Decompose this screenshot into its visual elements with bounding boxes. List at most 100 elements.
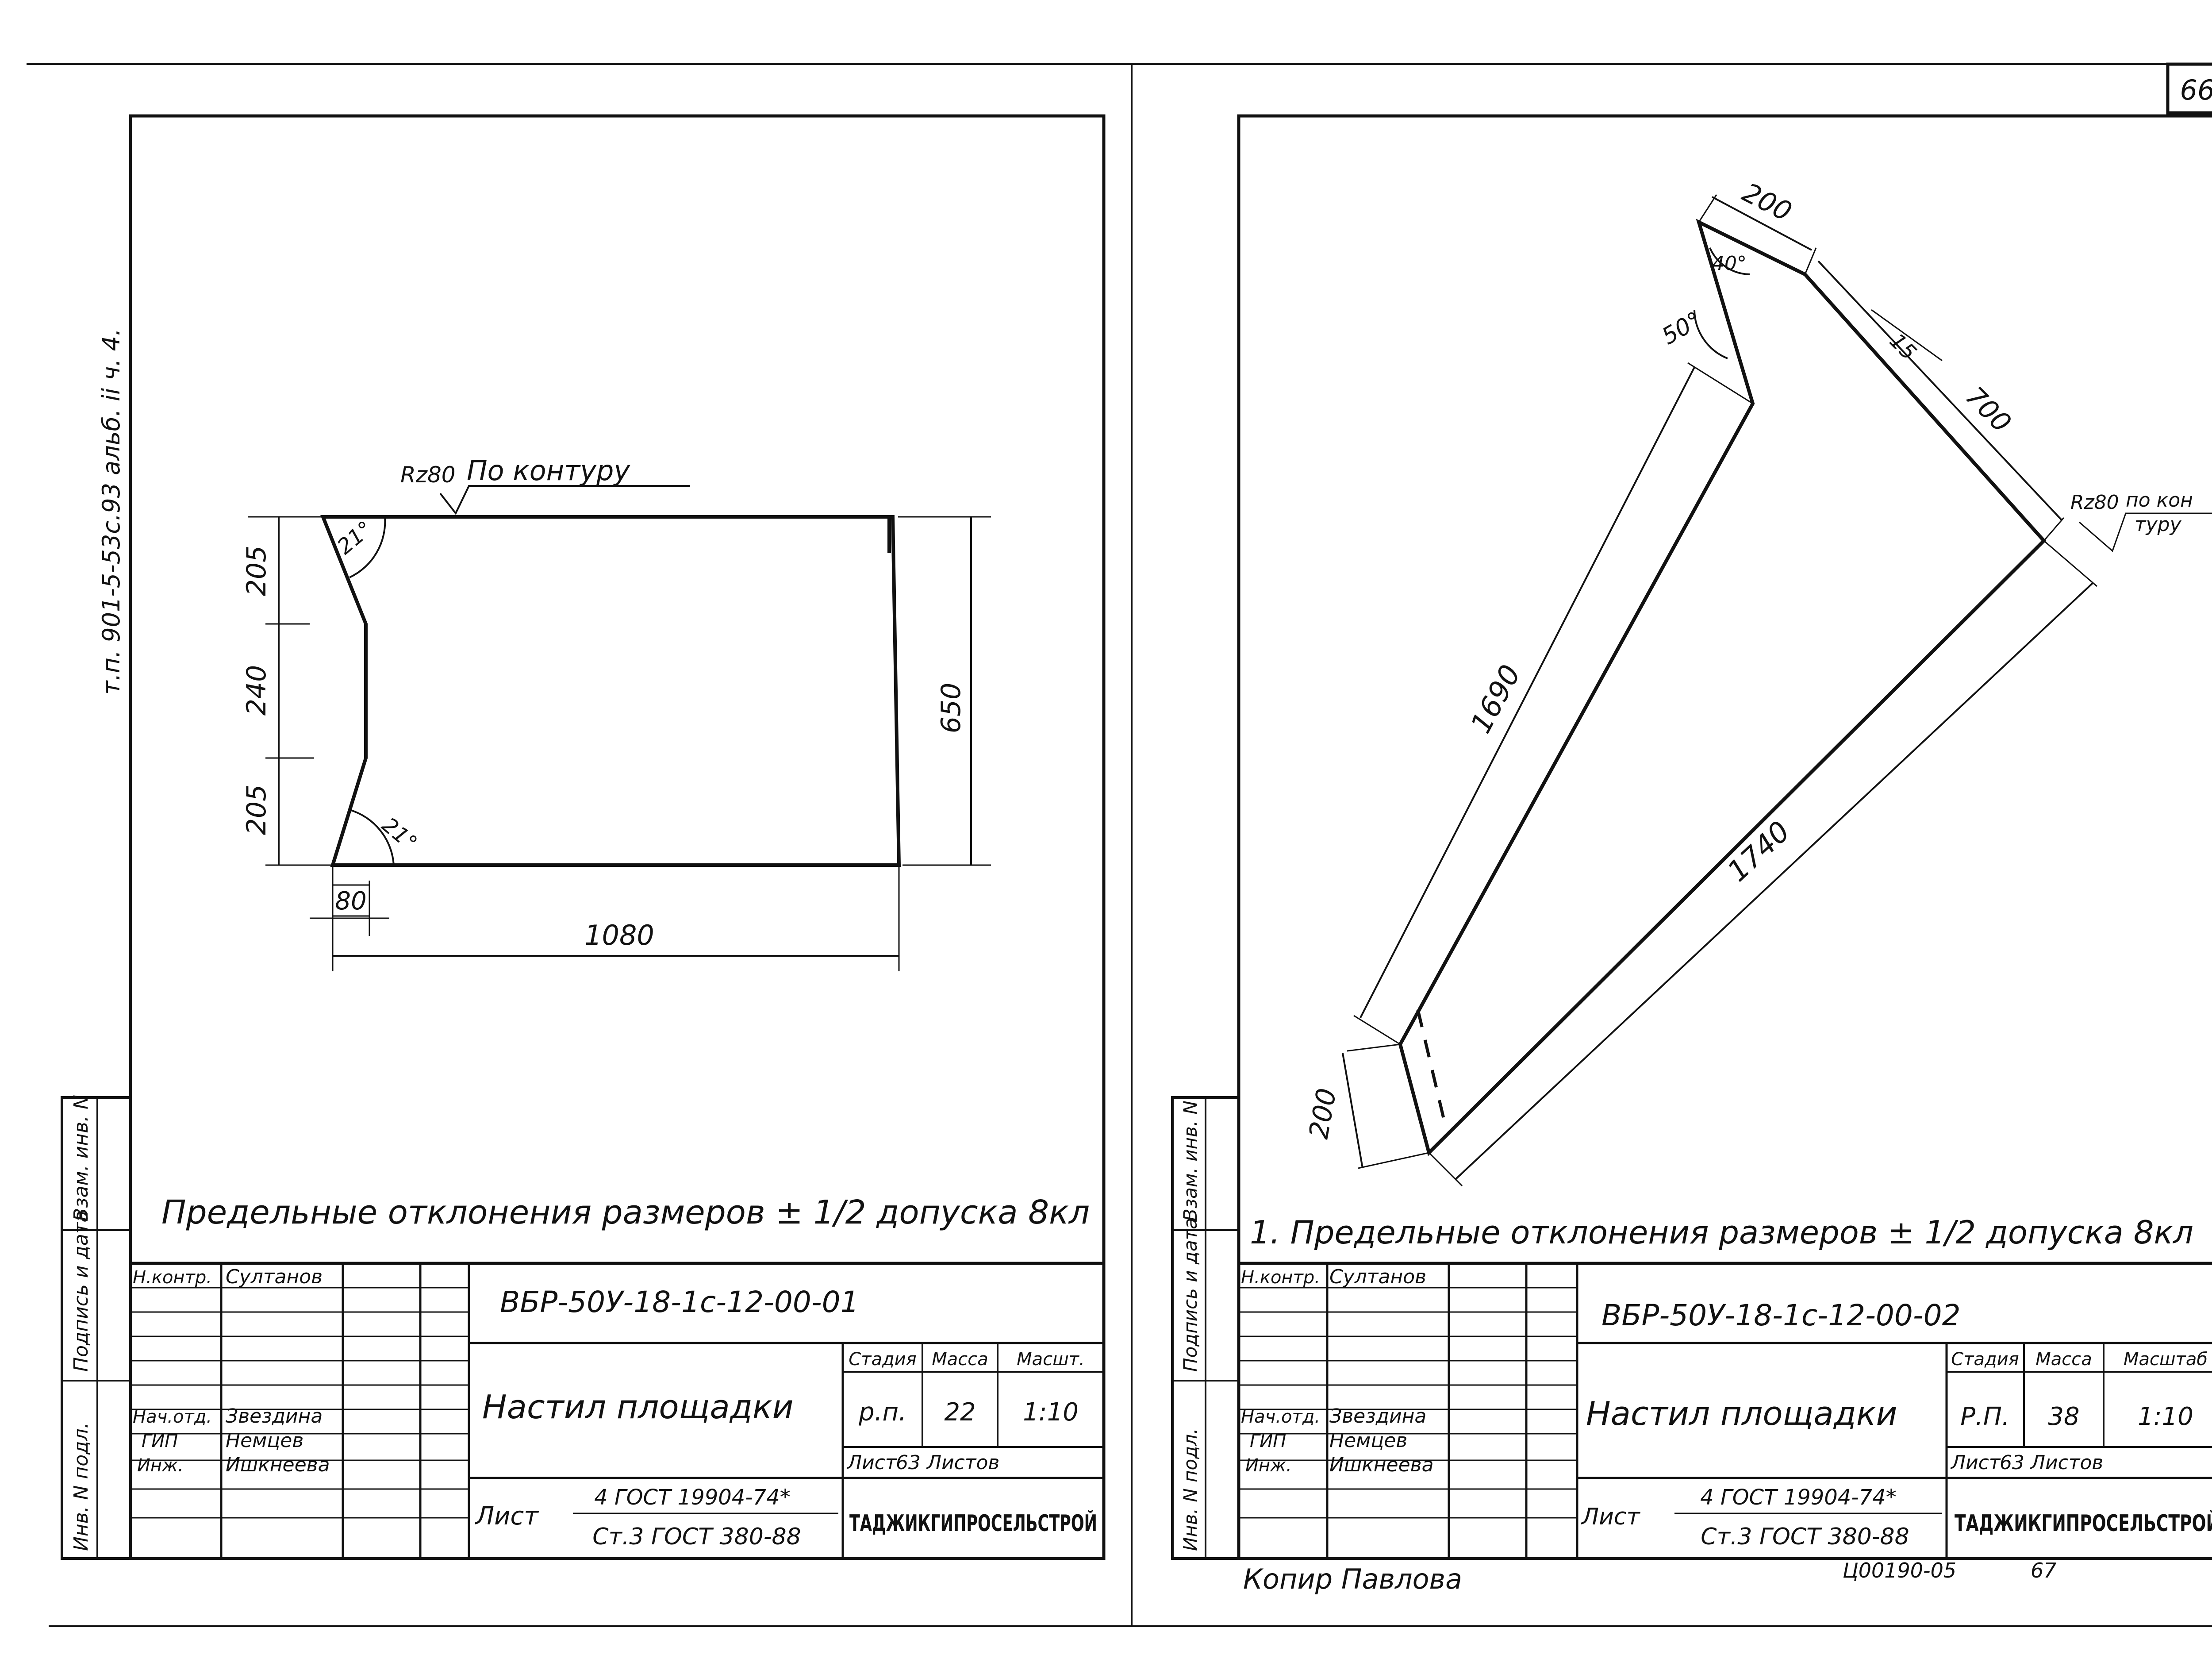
right-side-col-1: Инв. N подл. [1179, 1428, 1201, 1551]
left-roughness-sign [439, 485, 690, 515]
right-dim-200-left-line [1342, 1053, 1363, 1169]
right-angle-arc-40 [1709, 247, 1750, 275]
right-sheet-label: Лист [1950, 1451, 2001, 1474]
right-dim-200-top-line [1712, 196, 1812, 251]
right-title-block: Н.контр. Нач.отд. ГИП Инж. Султанов Звез… [1237, 1262, 2212, 1560]
right-name-2: Звездина [1329, 1405, 1426, 1428]
left-side-stamp: т.п. 901-5-53с.93 альб. ii ч. 4. [97, 328, 125, 695]
right-material-label: Лист [1581, 1504, 1640, 1530]
left-material-bottom: Ст.3 ГОСТ 380-88 [592, 1524, 801, 1550]
left-part-name: Настил площадки [482, 1388, 794, 1426]
left-name-2: Звездина [226, 1405, 323, 1428]
right-scale: 1:10 [2138, 1402, 2193, 1431]
right-roughness-suffix-top: по кон [2126, 489, 2193, 512]
left-sheet-num: 63 [896, 1451, 921, 1474]
right-tolerance-note: 1. Предельные отклонения размеров ± 1/2 … [1250, 1214, 2193, 1251]
right-angle-50: 50° [1658, 307, 1706, 350]
left-org: ТАДЖИКГИПРОСЕЛЬСТРОЙ [849, 1510, 1097, 1537]
right-angle-arc-50 [1694, 309, 1728, 359]
page-number: 66 [2180, 74, 2212, 106]
right-part-name: Настил площадки [1586, 1395, 1897, 1433]
left-name-3: Немцев [226, 1429, 303, 1452]
right-dim-200-top: 200 [1737, 177, 1797, 227]
left-title-block-frame [129, 1262, 1106, 1560]
left-side-col-1: Инв. N подл. [70, 1422, 92, 1551]
left-mass: 22 [944, 1398, 975, 1427]
left-dim-240: 240 [241, 665, 272, 716]
right-stage: Р.П. [1960, 1402, 2009, 1431]
left-angle-arc-top [349, 516, 386, 578]
left-role-nachotd: Нач.отд. [133, 1407, 212, 1427]
right-sheet: 200 15 700 Rz80 по кон туру 1690 1740 20… [1171, 114, 2212, 1595]
left-sheet: т.п. 901-5-53с.93 альб. ii ч. 4. Rz80 По… [61, 114, 1106, 1560]
left-designation: ВБР-50У-18-1с-12-00-01 [500, 1285, 859, 1319]
left-role-nkontr: Н.контр. [133, 1267, 212, 1288]
left-name-4: Ишкнеева [226, 1454, 330, 1476]
left-scale-header: Масшт. [1017, 1349, 1085, 1370]
right-archive-sheet: 67 [2031, 1559, 2057, 1582]
right-stage-header: Стадия [1951, 1349, 2019, 1370]
left-stage-header: Стадия [849, 1349, 916, 1370]
right-dim-1740-line [1455, 582, 2093, 1180]
right-name-1: Султанов [1329, 1266, 1426, 1288]
right-role-inzh: Инж. [1245, 1455, 1292, 1476]
right-sheet-num: 63 [2000, 1451, 2024, 1474]
left-side-col-3: Взам. инв. N [70, 1095, 92, 1221]
left-role-inzh: Инж. [137, 1455, 184, 1476]
right-roughness-suffix-bottom: туру [2135, 513, 2182, 536]
left-dim-205-top: 205 [241, 546, 272, 596]
right-side-col-3: Взам. инв. N [1179, 1101, 1201, 1221]
right-side-col-2: Подпись и дата [1179, 1218, 1201, 1372]
left-dim-650: 650 [936, 683, 967, 734]
right-mass: 38 [2048, 1402, 2079, 1431]
left-angle-arc-bottom [349, 809, 395, 866]
right-copy-note: Копир Павлова [1243, 1563, 1462, 1595]
right-scale-header: Масштаб [2124, 1349, 2208, 1370]
right-name-3: Немцев [1329, 1429, 1407, 1452]
left-sheets-label: Листов [926, 1451, 999, 1474]
left-roughness-rz: Rz80 [400, 462, 456, 488]
left-role-gip: ГИП [142, 1431, 178, 1451]
left-part-outline [320, 515, 901, 867]
left-sheet-label: Лист [846, 1451, 897, 1474]
left-scale: 1:10 [1023, 1398, 1079, 1427]
right-role-nachotd: Нач.отд. [1241, 1407, 1320, 1427]
right-dim-15: 15 [1885, 328, 1921, 365]
left-mass-header: Масса [932, 1349, 988, 1370]
right-part-hidden-line [1416, 1009, 1446, 1122]
right-sheets-label: Листов [2030, 1451, 2103, 1474]
right-org: ТАДЖИКГИПРОСЕЛЬСТРОЙ [1955, 1510, 2212, 1537]
left-dim-80: 80 [335, 887, 366, 916]
right-name-4: Ишкнеева [1329, 1454, 1434, 1476]
right-roughness-sign [2079, 512, 2212, 552]
left-dim-1080: 1080 [584, 919, 654, 951]
right-designation: ВБР-50У-18-1с-12-00-02 [1601, 1298, 1961, 1332]
right-dim-700: 700 [1959, 381, 2017, 439]
right-roughness-rz: Rz80 [2070, 491, 2119, 514]
right-mass-header: Масса [2035, 1349, 2092, 1370]
left-angle-bottom: 21° [377, 812, 422, 856]
right-angle-40: 40° [1712, 252, 1747, 275]
left-tolerance-note: Предельные отклонения размеров ± 1/2 доп… [161, 1193, 1090, 1231]
left-dim-205-bottom: 205 [241, 785, 272, 835]
page-number-box [2166, 62, 2212, 115]
right-role-nkontr: Н.контр. [1241, 1267, 1320, 1288]
left-stage: р.п. [858, 1398, 906, 1427]
left-dim-80-box [332, 884, 370, 917]
left-material-label: Лист [475, 1502, 539, 1531]
right-material-top: 4 ГОСТ 19904-74* [1700, 1485, 1897, 1510]
right-archive-code: Ц00190-05 [1843, 1559, 1956, 1582]
left-material-top: 4 ГОСТ 19904-74* [594, 1485, 791, 1510]
right-dim-1690-line [1359, 367, 1695, 1018]
left-name-1: Султанов [226, 1266, 323, 1288]
right-dim-1690: 1690 [1465, 660, 1528, 739]
right-material-bottom: Ст.3 ГОСТ 380-88 [1701, 1524, 1909, 1550]
left-side-col-2: Подпись и дата [70, 1211, 92, 1372]
right-dim-200-left: 200 [1303, 1086, 1343, 1141]
right-dim-15-leader [1871, 309, 1943, 362]
right-dim-700-line [1817, 260, 2062, 521]
left-roughness-suffix: По контуру [467, 454, 630, 487]
left-title-block: Н.контр. Нач.отд. ГИП Инж. Султанов Звез… [129, 1262, 1106, 1560]
right-title-block-frame [1237, 1262, 2212, 1560]
